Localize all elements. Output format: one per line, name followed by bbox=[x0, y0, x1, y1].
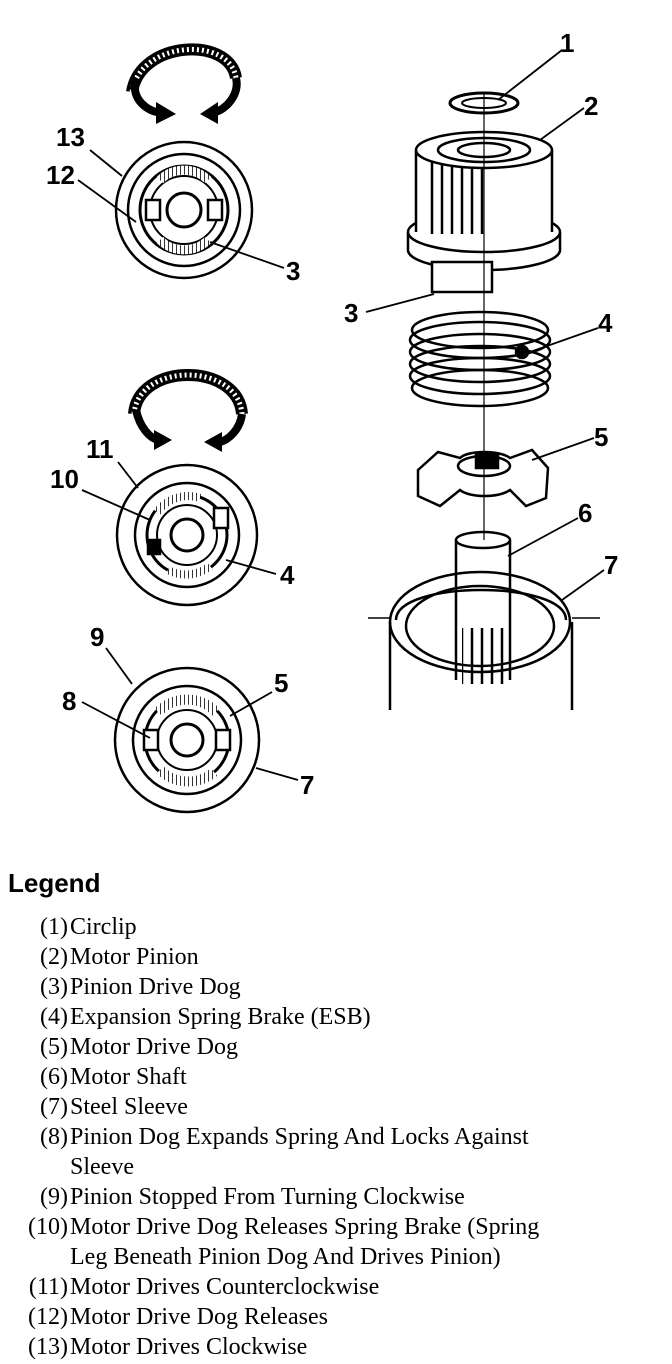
legend-list: (1)Circlip(2)Motor Pinion(3)Pinion Drive… bbox=[0, 912, 672, 1362]
legend-item: (12)Motor Drive Dog Releases bbox=[0, 1302, 672, 1332]
motor-shaft bbox=[454, 530, 512, 684]
legend-item-number: (2) bbox=[40, 944, 68, 970]
legend-item: Sleeve bbox=[0, 1152, 672, 1182]
legend-item-text: Sleeve bbox=[70, 1154, 134, 1180]
legend-item-number: (8) bbox=[40, 1124, 68, 1150]
motor-drive-dog bbox=[416, 448, 550, 508]
legend-item-number: (13) bbox=[28, 1334, 68, 1360]
legend-item: (11)Motor Drives Counterclockwise bbox=[0, 1272, 672, 1302]
callout-11: 11 bbox=[86, 434, 114, 464]
legend-item: (13)Motor Drives Clockwise bbox=[0, 1332, 672, 1362]
legend-item-number: (7) bbox=[40, 1094, 68, 1120]
legend-item: Leg Beneath Pinion Dog And Drives Pinion… bbox=[0, 1242, 672, 1272]
legend-item: (8)Pinion Dog Expands Spring And Locks A… bbox=[0, 1122, 672, 1152]
legend-item-number: (9) bbox=[40, 1184, 68, 1210]
legend-item-text: Steel Sleeve bbox=[70, 1094, 188, 1120]
legend-item: (6)Motor Shaft bbox=[0, 1062, 672, 1092]
legend-item-number: (3) bbox=[40, 974, 68, 1000]
expansion-spring-brake bbox=[408, 310, 552, 408]
callout-6: 6 bbox=[578, 498, 592, 528]
legend-item-number: (10) bbox=[28, 1214, 68, 1240]
legend-item-text: Motor Drives Clockwise bbox=[70, 1334, 308, 1360]
legend-item: (1)Circlip bbox=[0, 912, 672, 942]
callout-12: 12 bbox=[46, 160, 75, 190]
legend-item-text: Leg Beneath Pinion Dog And Drives Pinion… bbox=[70, 1244, 501, 1270]
pinion-stopped-view bbox=[113, 666, 261, 814]
callout-8: 8 bbox=[62, 686, 76, 716]
legend-item-text: Motor Pinion bbox=[70, 944, 199, 970]
legend-item-text: Motor Drive Dog Releases Spring Brake (S… bbox=[70, 1214, 540, 1240]
legend-item: (10)Motor Drive Dog Releases Spring Brak… bbox=[0, 1212, 672, 1242]
callout-1: 1 bbox=[560, 28, 574, 58]
legend-item: (9)Pinion Stopped From Turning Clockwise bbox=[0, 1182, 672, 1212]
legend-item-text: Motor Drives Counterclockwise bbox=[70, 1274, 380, 1300]
legend-item: (5)Motor Drive Dog bbox=[0, 1032, 672, 1062]
callout-9: 9 bbox=[90, 622, 104, 652]
steel-sleeve bbox=[368, 570, 600, 710]
legend-item-text: Circlip bbox=[70, 914, 137, 940]
counterclockwise-rotation-arrow-icon bbox=[128, 369, 248, 452]
legend-item-number: (4) bbox=[40, 1004, 68, 1030]
callout-5-right: 5 bbox=[594, 422, 608, 452]
legend-item: (4)Expansion Spring Brake (ESB) bbox=[0, 1002, 672, 1032]
callout-3-right: 3 bbox=[344, 298, 358, 328]
callout-7-left: 7 bbox=[300, 770, 314, 800]
legend-item: (2)Motor Pinion bbox=[0, 942, 672, 972]
legend-item-text: Motor Drive Dog bbox=[70, 1034, 238, 1060]
legend-item-number: (5) bbox=[40, 1034, 68, 1060]
legend-item-text: Motor Shaft bbox=[70, 1064, 187, 1090]
callout-2: 2 bbox=[584, 91, 598, 121]
leader-lines bbox=[77, 49, 605, 781]
callout-5-left: 5 bbox=[274, 668, 288, 698]
clockwise-view bbox=[114, 140, 254, 280]
clockwise-rotation-arrow-icon bbox=[126, 43, 242, 124]
legend-item-number: (1) bbox=[40, 914, 68, 940]
callout-3-left: 3 bbox=[286, 256, 300, 286]
callout-4-right: 4 bbox=[598, 308, 613, 338]
callout-13: 13 bbox=[56, 122, 85, 152]
legend-item-text: Pinion Dog Expands Spring And Locks Agai… bbox=[70, 1124, 529, 1150]
legend-item-number: (6) bbox=[40, 1064, 68, 1090]
legend-item-text: Pinion Drive Dog bbox=[70, 974, 241, 1000]
legend-item-number: (11) bbox=[28, 1274, 68, 1300]
legend-item-text: Motor Drive Dog Releases bbox=[70, 1304, 328, 1330]
legend-item: (7)Steel Sleeve bbox=[0, 1092, 672, 1122]
callout-10: 10 bbox=[50, 464, 79, 494]
legend-item-number: (12) bbox=[28, 1304, 68, 1330]
legend-title: Legend bbox=[8, 868, 101, 898]
callout-7-right: 7 bbox=[604, 550, 618, 580]
counterclockwise-view bbox=[115, 463, 259, 607]
legend-item-text: Expansion Spring Brake (ESB) bbox=[70, 1004, 371, 1030]
legend-item: (3)Pinion Drive Dog bbox=[0, 972, 672, 1002]
legend-item-text: Pinion Stopped From Turning Clockwise bbox=[70, 1184, 465, 1210]
callout-4-left: 4 bbox=[280, 560, 295, 590]
